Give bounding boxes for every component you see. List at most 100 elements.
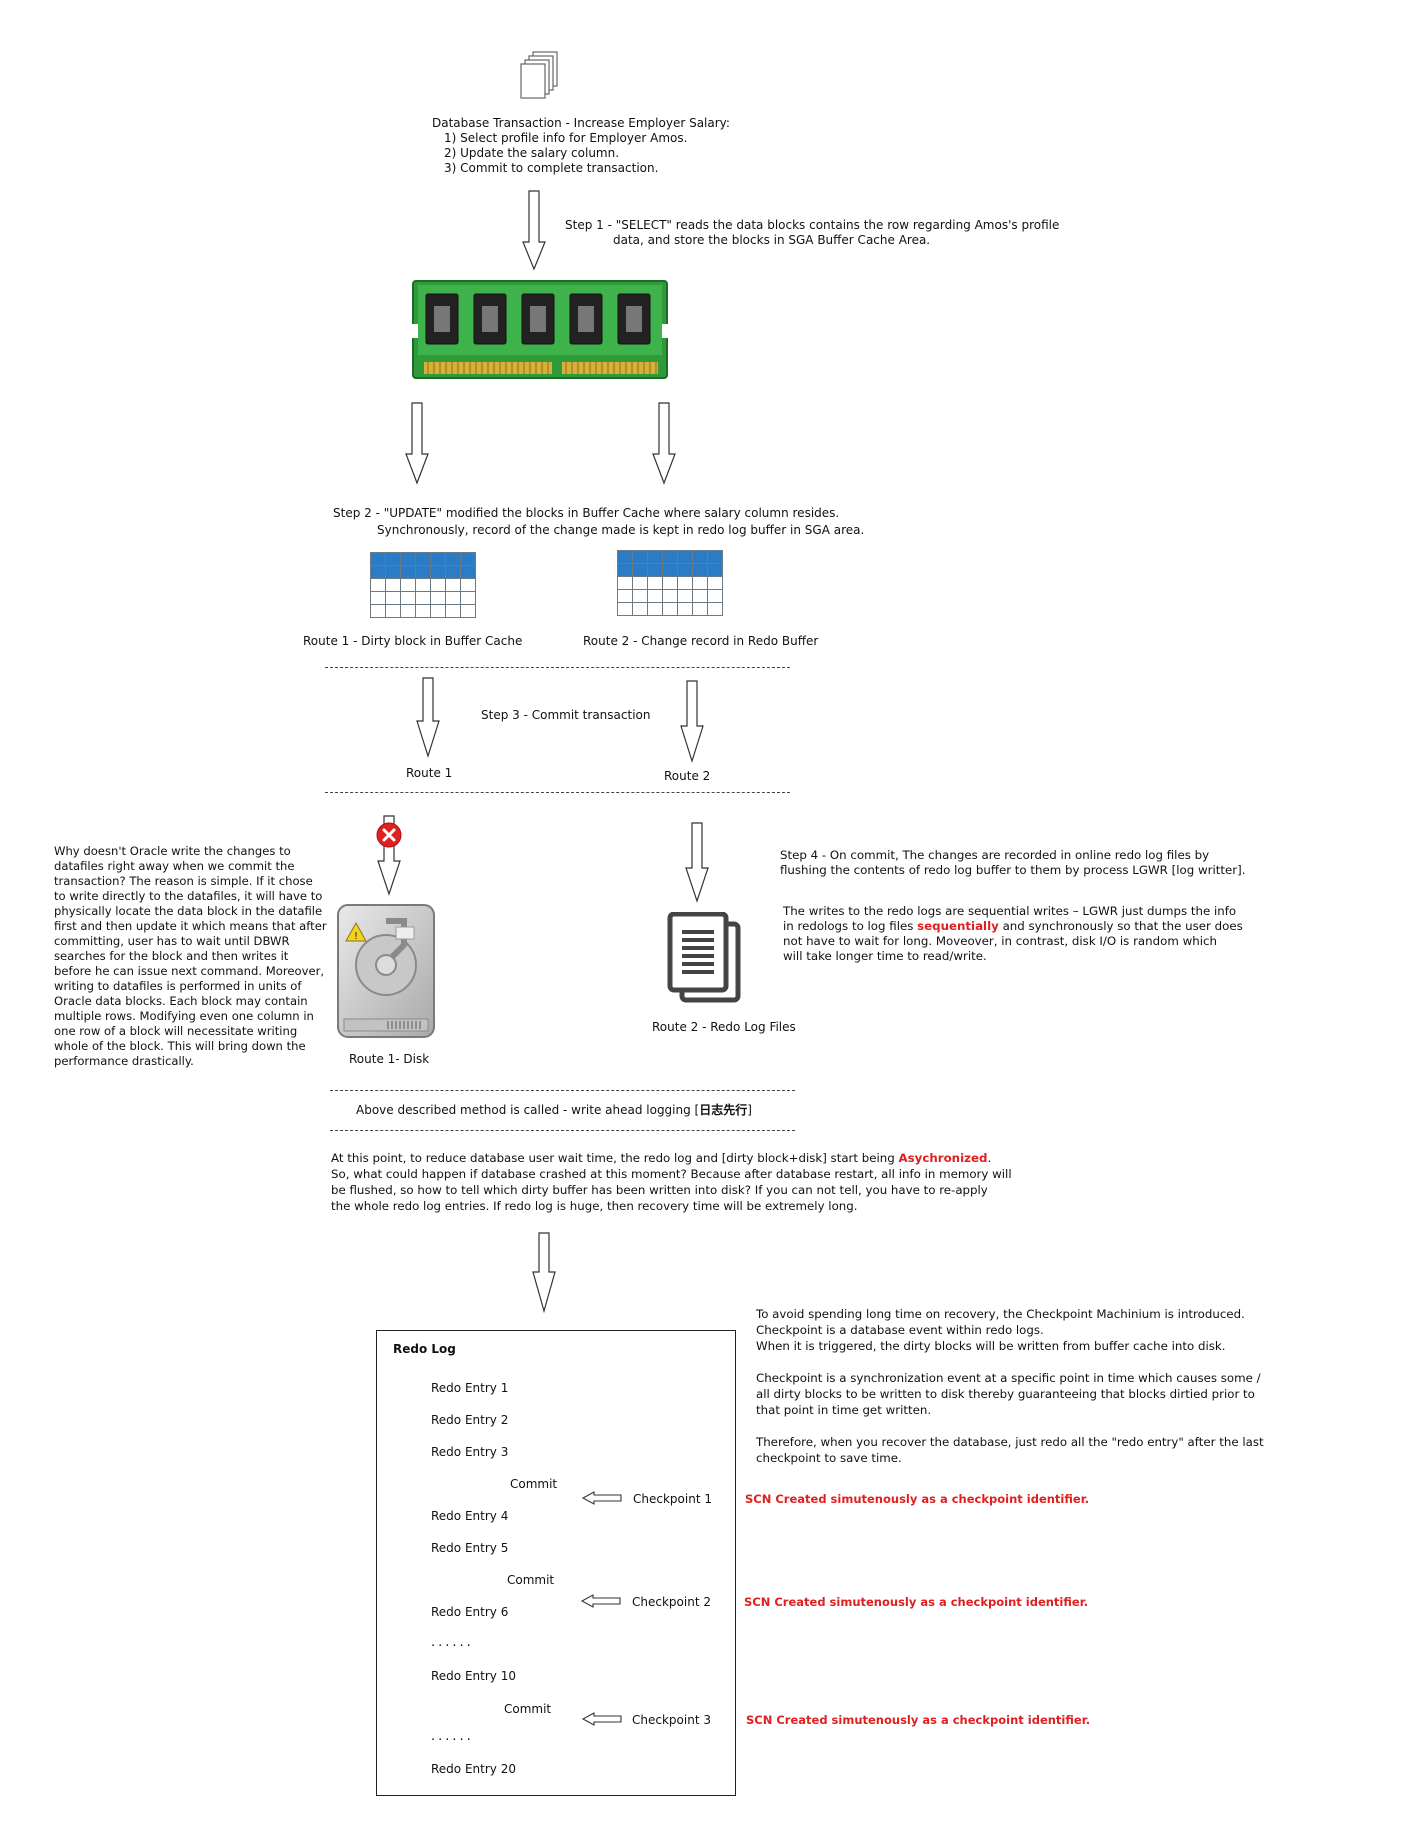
document-stack-icon: [520, 51, 558, 99]
divider: [330, 1130, 795, 1131]
commit-label: Commit: [510, 1477, 558, 1491]
redo-entry: Redo Entry 10: [431, 1669, 516, 1683]
cp-note-line: Therefore, when you recover the database…: [756, 1435, 1264, 1449]
transaction-title: Database Transaction - Increase Employer…: [432, 116, 730, 130]
red-x-error-icon: [376, 822, 402, 848]
step1-line2: data, and store the blocks in SGA Buffer…: [613, 233, 931, 247]
scn-note: SCN Created simutenously as a checkpoint…: [746, 1713, 1091, 1727]
commit-label: Commit: [507, 1573, 555, 1587]
cp-note-line: all dirty blocks to be written to disk t…: [756, 1387, 1255, 1401]
redo-buffer-grid: [617, 550, 723, 616]
step4-p2-line3: not have to wait for long. Moveover, in …: [783, 934, 1217, 948]
step4-p2-line1: The writes to the redo logs are sequenti…: [783, 904, 1237, 918]
redo-entry: Redo Entry 3: [431, 1445, 509, 1459]
route1-label: Route 1 - Dirty block in Buffer Cache: [303, 634, 523, 648]
route1-short-label: Route 1: [406, 766, 453, 780]
why-line: first and then update it which means tha…: [54, 919, 327, 933]
down-arrow-icon: [522, 190, 546, 271]
transaction-step: 1) Select profile info for Employer Amos…: [444, 131, 688, 145]
transaction-description: Database Transaction - Increase Employer…: [432, 116, 730, 176]
redo-entry: Redo Entry 2: [431, 1413, 509, 1427]
cp-note-line: Checkpoint is a synchronization event at…: [756, 1371, 1261, 1385]
wal-prefix: Above described method is called - write…: [356, 1103, 700, 1117]
why-line: multiple rows. Modifying even one column…: [54, 1009, 314, 1023]
step4-line2: flushing the contents of redo log buffer…: [780, 863, 1246, 877]
redo-log-box: [376, 1330, 736, 1796]
why-line: writing to datafiles is performed in uni…: [54, 979, 302, 993]
svg-text:!: !: [354, 931, 358, 942]
step4-line1: Step 4 - On commit, The changes are reco…: [780, 848, 1210, 862]
hard-disk-icon: !: [337, 904, 435, 1038]
buffer-cache-grid: [370, 552, 476, 618]
checkpoint-label: Checkpoint 1: [633, 1492, 712, 1506]
step4-text: Step 4 - On commit, The changes are reco…: [780, 848, 1245, 878]
step4-p2-line4: will take longer time to read/write.: [783, 949, 987, 963]
step2-line2: Synchronously, record of the change made…: [377, 523, 865, 537]
cp-note-line: To avoid spending long time on recovery,…: [756, 1307, 1245, 1321]
cp-note-line: that point in time get written.: [756, 1403, 932, 1417]
disk-label: Route 1- Disk: [349, 1052, 430, 1066]
step4-p2-line2: in redologs to log files sequentially an…: [783, 919, 1243, 934]
redo-files-label: Route 2 - Redo Log Files: [652, 1020, 796, 1034]
why-line: Why doesn't Oracle write the changes to: [54, 844, 291, 858]
async-line1-a: At this point, to reduce database user w…: [331, 1151, 899, 1165]
step1-text: Step 1 - "SELECT" reads the data blocks …: [565, 218, 1059, 248]
left-arrow-icon: [581, 1712, 622, 1726]
scn-note: SCN Created simutenously as a checkpoint…: [744, 1595, 1089, 1609]
why-explanation: Why doesn't Oracle write the changes to …: [54, 844, 327, 1069]
async-line4: the whole redo log entries. If redo log …: [331, 1199, 858, 1213]
async-line1-b: .: [987, 1151, 992, 1165]
why-line: whole of the block. This will bring down…: [54, 1039, 306, 1053]
checkpoint-label: Checkpoint 2: [632, 1595, 711, 1609]
ram-module-icon: [412, 280, 668, 379]
left-arrow-icon: [580, 1594, 621, 1608]
why-line: datafiles right away when we commit the: [54, 859, 295, 873]
sequentially-highlight: sequentially: [917, 919, 999, 933]
asychronized-highlight: Asychronized: [898, 1151, 988, 1165]
redo-entry: Redo Entry 5: [431, 1541, 509, 1555]
down-arrow-icon: [532, 1232, 556, 1314]
ellipsis: ......: [431, 1729, 474, 1744]
why-line: performance drastically.: [54, 1054, 194, 1068]
async-line2: So, what could happen if database crashe…: [331, 1167, 1012, 1181]
divider: [325, 667, 790, 668]
why-line: physically locate the data block in the …: [54, 904, 323, 918]
commit-label: Commit: [504, 1702, 552, 1716]
log-files-icon: [667, 912, 741, 1003]
wal-text: Above described method is called - write…: [356, 1103, 752, 1118]
wal-cjk: 日志先行: [699, 1103, 748, 1117]
redo-entry: Redo Entry 1: [431, 1381, 509, 1395]
down-arrow-icon: [685, 822, 709, 903]
route2-short-label: Route 2: [664, 769, 711, 783]
async-line1: At this point, to reduce database user w…: [331, 1150, 1012, 1166]
step4-p2-line2-a: in redologs to log files: [783, 919, 918, 933]
why-line: searches for the block and then writes i…: [54, 949, 289, 963]
down-arrow-icon: [405, 402, 429, 485]
transaction-step: 3) Commit to complete transaction.: [444, 161, 659, 175]
ellipsis: ......: [431, 1635, 474, 1650]
divider: [325, 792, 790, 793]
async-paragraph: At this point, to reduce database user w…: [331, 1150, 1012, 1214]
cp-note-line: checkpoint to save time.: [756, 1451, 902, 1465]
step2-text: Step 2 - "UPDATE" modified the blocks in…: [333, 506, 864, 538]
redo-entry: Redo Entry 20: [431, 1762, 516, 1776]
why-line: to write directly to the datafiles, it w…: [54, 889, 323, 903]
redo-log-title: Redo Log: [393, 1342, 456, 1356]
scn-note: SCN Created simutenously as a checkpoint…: [745, 1492, 1090, 1506]
step4-sequential-text: The writes to the redo logs are sequenti…: [783, 904, 1243, 964]
down-arrow-icon: [680, 680, 704, 764]
why-line: one row of a block will necessitate writ…: [54, 1024, 298, 1038]
redo-entry: Redo Entry 4: [431, 1509, 509, 1523]
redo-entry: Redo Entry 6: [431, 1605, 509, 1619]
why-line: before he can issue next command. Moreov…: [54, 964, 325, 978]
divider: [330, 1090, 795, 1091]
down-arrow-icon: [652, 402, 676, 485]
checkpoint-notes: To avoid spending long time on recovery,…: [756, 1306, 1264, 1466]
checkpoint-label: Checkpoint 3: [632, 1713, 711, 1727]
step4-p2-line2-b: and synchronously so that the user does: [998, 919, 1243, 933]
step2-line1: Step 2 - "UPDATE" modified the blocks in…: [333, 506, 840, 520]
cp-note-line: When it is triggered, the dirty blocks w…: [756, 1339, 1226, 1353]
why-line: Oracle data blocks. Each block may conta…: [54, 994, 308, 1008]
why-line: committing, user has to wait until DBWR: [54, 934, 290, 948]
step3-label: Step 3 - Commit transaction: [481, 708, 651, 722]
